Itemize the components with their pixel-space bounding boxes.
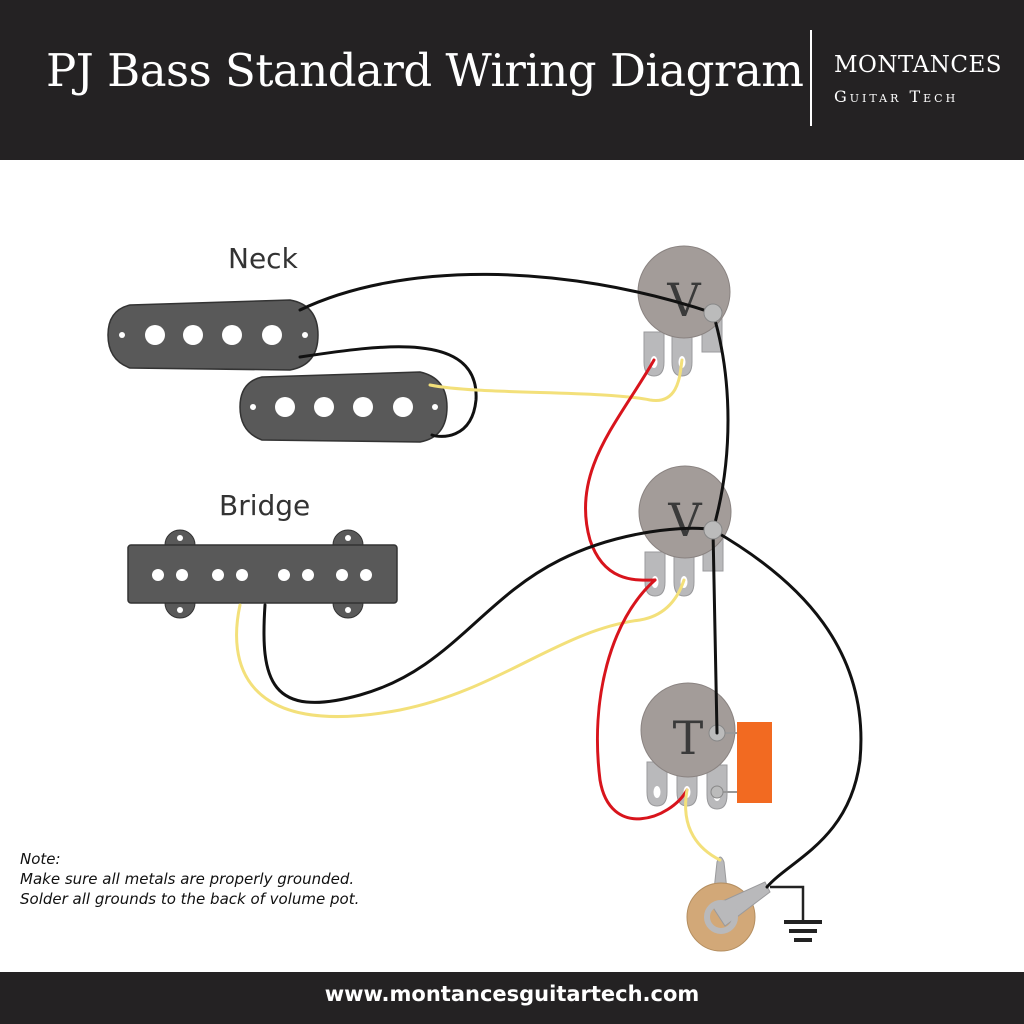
wire-neck-black-1 — [298, 272, 715, 315]
page-title: PJ Bass Standard Wiring Diagram — [46, 44, 804, 97]
output-jack — [686, 856, 771, 952]
pot-nut — [703, 520, 723, 540]
bridge-pickup — [127, 529, 398, 619]
neck-pickup-lower — [239, 371, 448, 443]
wire-ground-pot1-pot2 — [711, 311, 730, 532]
pot-letter: T — [673, 711, 704, 765]
header-divider — [810, 30, 812, 126]
brand-name: MONTANCES — [834, 52, 1002, 78]
note-heading: Note: — [20, 850, 61, 868]
ground-symbol-icon — [770, 885, 822, 942]
wire-ground-jack — [711, 528, 863, 889]
note-line: Solder all grounds to the back of volume… — [20, 890, 360, 908]
bridge-label: Bridge — [219, 489, 311, 522]
wire-neck-yellow — [428, 358, 684, 402]
wire-neck-black-2 — [298, 345, 478, 438]
wire-red-2 — [596, 578, 689, 821]
pot-nut — [703, 303, 723, 323]
wire-red-1 — [584, 358, 657, 582]
wiring-diagram: V V T — [107, 245, 863, 952]
tone-capacitor — [737, 722, 772, 803]
tone-pot: T — [640, 682, 740, 810]
pot-letter: V — [667, 493, 702, 547]
wire-output-yellow — [684, 788, 722, 862]
wire-bridge-black — [262, 526, 715, 704]
brand-subtitle: Guitar Tech — [834, 87, 959, 106]
note-line: Make sure all metals are properly ground… — [20, 870, 355, 888]
footer-url: www.montancesguitartech.com — [0, 972, 1024, 1024]
neck-label: Neck — [228, 242, 298, 275]
note: Note: Make sure all metals are properly … — [20, 849, 359, 909]
wire-ground-tone — [711, 528, 719, 735]
wire-bridge-yellow — [235, 578, 686, 718]
neck-pickup-upper — [107, 299, 319, 371]
header-banner: PJ Bass Standard Wiring Diagram MONTANCE… — [0, 0, 1024, 160]
